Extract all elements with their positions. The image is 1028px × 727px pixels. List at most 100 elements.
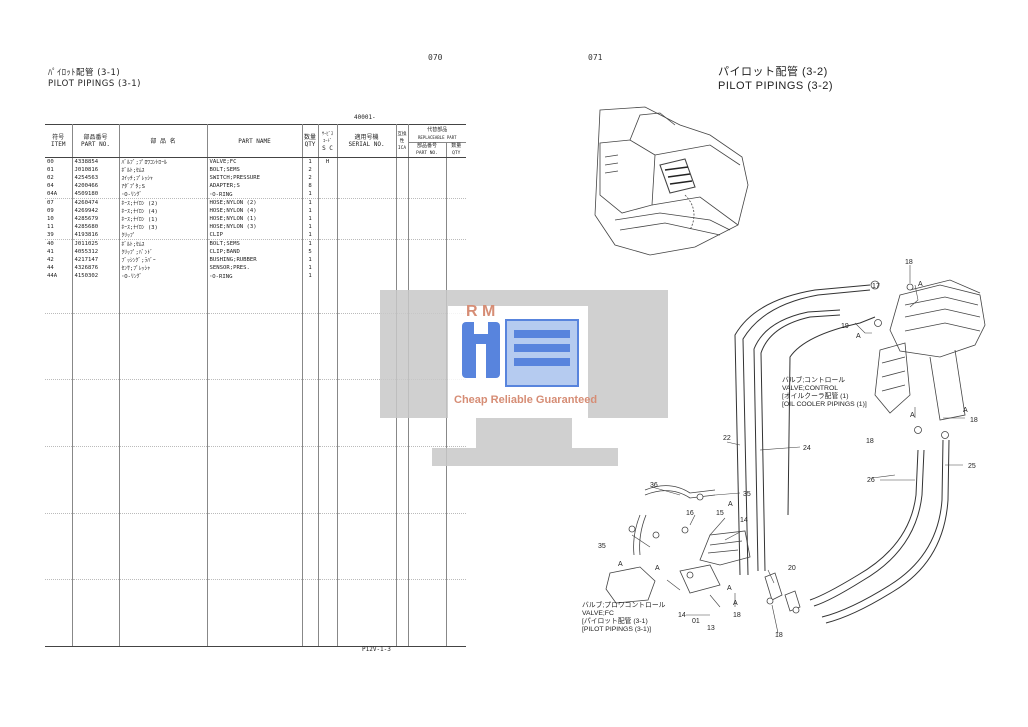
table-empty-cell: [207, 513, 303, 581]
table-cell-partno: 4217147: [72, 256, 120, 264]
right-title-en: PILOT PIPINGS (3-2): [718, 80, 834, 92]
table-cell-name-jp: ｸﾘｯﾌﾟ;ﾊﾞﾝﾄﾞ: [119, 248, 208, 256]
table-empty-cell: [45, 446, 73, 514]
table-cell-rq: [446, 207, 466, 215]
diagram-label-35a: 35: [743, 491, 751, 498]
table-empty-cell: [396, 579, 409, 647]
table-cell-qty: 2: [302, 166, 319, 174]
table-cell-qty: 1: [302, 190, 319, 199]
table-cell-rp: [408, 157, 447, 166]
diagram-label-01: 01: [692, 618, 700, 625]
diagram-label-18e: 18: [775, 632, 783, 639]
table-cell-sc: [318, 207, 338, 215]
table-cell-name-en: HOSE;NYLON (1): [207, 215, 303, 223]
table-cell-rq: [446, 272, 466, 280]
table-cell-rp: [408, 231, 447, 240]
table-cell-serial: [337, 239, 397, 248]
table-cell-sc: [318, 223, 338, 231]
table-empty-cell: [302, 513, 319, 581]
table-empty-cell: [446, 579, 466, 647]
table-empty-cell: [45, 579, 73, 647]
table-empty-cell: [119, 446, 208, 514]
watermark-logo: R M Cheap Reliable Guaranteed: [380, 290, 668, 466]
diagram-label-18d: 18: [733, 612, 741, 619]
table-empty-cell: [72, 313, 120, 381]
table-empty-cell: [45, 280, 73, 314]
table-empty-cell: [318, 280, 338, 314]
table-cell-qty: 1: [302, 239, 319, 248]
table-cell-serial: [337, 166, 397, 174]
diagram-label-36: 36: [650, 482, 658, 489]
table-cell-qty: 1: [302, 264, 319, 272]
table-empty-cell: [119, 313, 208, 381]
watermark-tagline: Cheap Reliable Guaranteed: [454, 394, 597, 406]
diagram-label-18b: 18: [970, 417, 978, 424]
table-cell-sc: [318, 256, 338, 264]
diagram-label-26: 26: [867, 477, 875, 484]
table-cell-rq: [446, 158, 466, 167]
right-title-jp: パイロット配管 (3-2): [718, 66, 828, 78]
table-cell-sc: [318, 264, 338, 272]
table-cell-rp: [408, 166, 447, 174]
table-empty-cell: [408, 579, 447, 647]
right-page-title: パイロット配管 (3-2) PILOT PIPINGS (3-2): [718, 65, 833, 93]
table-cell-name-jp: ﾎﾞﾙﾄ;ｾﾑｽ: [119, 239, 208, 248]
table-empty-cell: [446, 513, 466, 581]
table-cell-name-en: HOSE;NYLON (3): [207, 223, 303, 231]
table-cell-qty: 1: [302, 272, 319, 280]
diagram-label-24: 24: [803, 445, 811, 452]
table-cell-sc: [318, 198, 338, 207]
table-empty-cell: [302, 313, 319, 381]
table-cell-rq: [446, 190, 466, 199]
diagram-label-a7: A: [655, 565, 660, 572]
table-empty-cell: [207, 579, 303, 647]
table-empty-cell: [302, 446, 319, 514]
diagram-label-15: 15: [716, 510, 724, 517]
table-cell-name-jp: ﾎｰｽ;ﾅｲﾛﾝ (1): [119, 215, 208, 223]
table-cell-sc: [318, 231, 338, 240]
table-cell-item: 00: [45, 157, 73, 166]
table-cell-rq: [446, 264, 466, 272]
left-page-title: ﾊﾟｲﾛｯﾄ配管 (3-1) PILOT PIPINGS (3-1): [48, 68, 141, 90]
table-cell-ica: [396, 239, 409, 248]
table-cell-partno: J011025: [72, 239, 120, 248]
table-cell-ica: [396, 264, 409, 272]
diagram-label-16: 16: [686, 510, 694, 517]
table-empty-cell: [302, 379, 319, 448]
table-empty-cell: [45, 313, 73, 381]
table-cell-serial: [337, 223, 397, 231]
table-cell-item: 41: [45, 248, 73, 256]
table-cell-name-jp: ﾎｰｽ;ﾅｲﾛﾝ (4): [119, 207, 208, 215]
diagram-label-a2: A: [856, 333, 861, 340]
table-cell-partno: 4269942: [72, 207, 120, 215]
table-cell-item: 04: [45, 182, 73, 190]
table-cell-sc: [318, 166, 338, 174]
diagram-label-35b: 35: [598, 543, 606, 550]
table-cell-ica: [396, 174, 409, 182]
table-cell-partno: 4285680: [72, 223, 120, 231]
table-cell-ica: [396, 256, 409, 264]
table-cell-rq: [446, 199, 466, 208]
table-cell-item: 42: [45, 256, 73, 264]
serial-range: 40001-: [354, 114, 376, 121]
hose-lines-lower: [809, 439, 950, 624]
table-cell-qty: 1: [302, 223, 319, 231]
callout-control-valve: バルブ;コントロール VALVE;CONTROL [オイルクーラ配管 (1) […: [782, 377, 867, 408]
watermark-monitor-stand: [432, 448, 618, 466]
diagram-label-20: 20: [788, 565, 796, 572]
table-empty-cell: [318, 579, 338, 647]
table-cell-item: 01: [45, 166, 73, 174]
table-cell-rp: [408, 248, 447, 256]
diagram-label-14a: 14: [740, 517, 748, 524]
table-cell-sc: [318, 272, 338, 280]
diagram-label-a3: A: [963, 407, 968, 414]
fittings: [628, 280, 949, 614]
table-cell-item: 10: [45, 215, 73, 223]
